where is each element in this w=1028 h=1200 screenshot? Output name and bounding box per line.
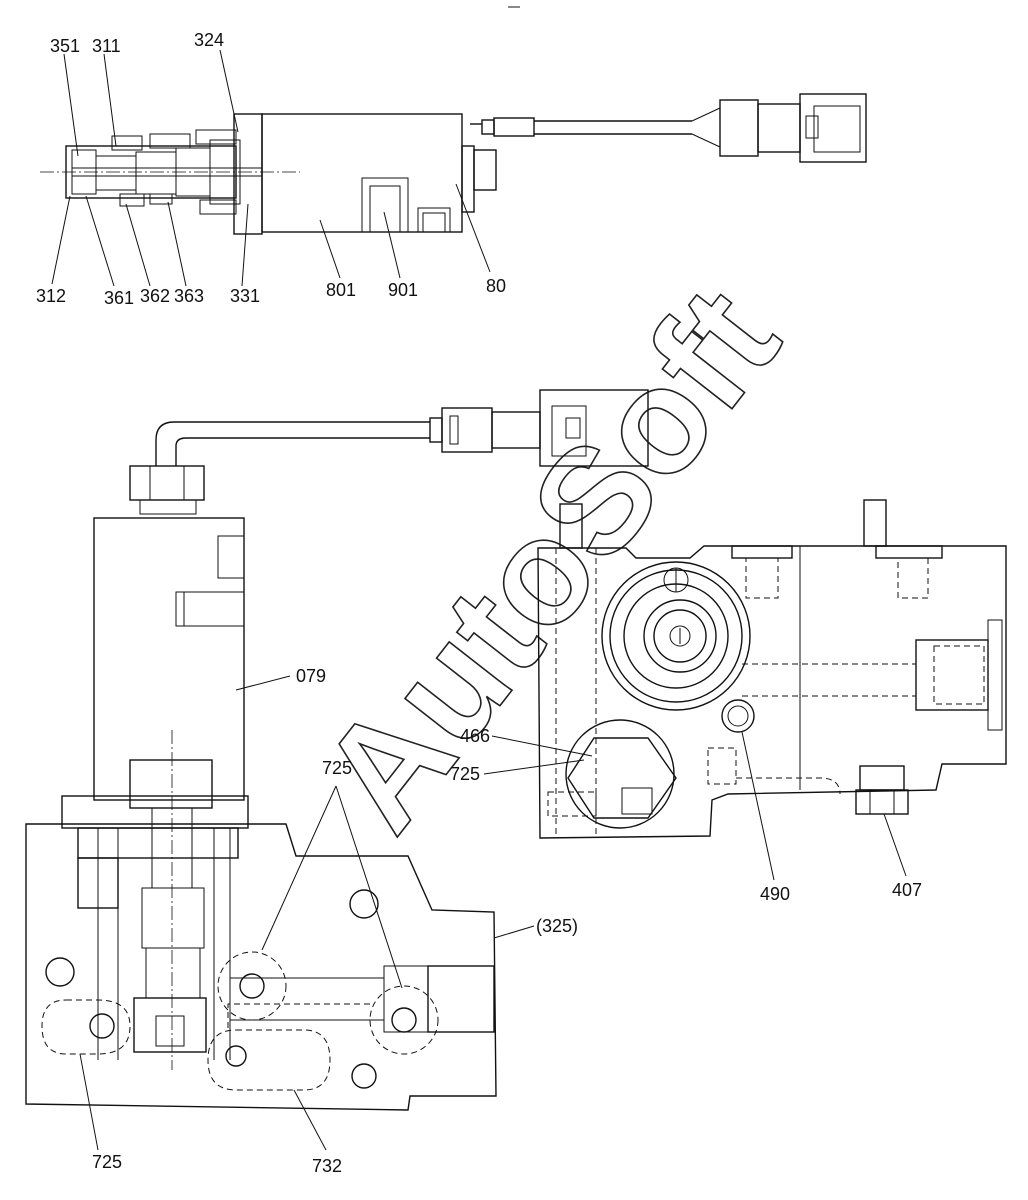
callout-407: 407 — [892, 880, 922, 900]
callout-079: 079 — [296, 666, 326, 686]
callout-363: 363 — [174, 286, 204, 306]
callout-490: 490 — [760, 884, 790, 904]
callout-361: 361 — [104, 288, 134, 308]
valve-block-front-view — [25, 389, 649, 1111]
callout-80: 80 — [486, 276, 506, 296]
valve-body-side-view — [537, 499, 1007, 839]
callout-311: 311 — [92, 36, 121, 56]
top-view-callouts: 351 311 324 312 361 362 363 331 801 901 … — [36, 30, 506, 308]
callout-325: (325) — [536, 916, 578, 936]
callout-466: 466 — [460, 726, 490, 746]
callout-801: 801 — [326, 280, 356, 300]
callout-312: 312 — [36, 286, 66, 306]
solenoid-assembly-top-view — [40, 6, 867, 235]
front-view-callouts: 079 725 725 732 — [79, 666, 403, 1176]
callout-725-side: 725 — [450, 764, 480, 784]
callout-725-upper: 725 — [322, 758, 352, 778]
callout-732: 732 — [312, 1156, 342, 1176]
callout-362: 362 — [140, 286, 170, 306]
callout-331: 331 — [230, 286, 260, 306]
side-view-callouts: 466 725 490 407 (325) — [450, 726, 922, 939]
callout-324: 324 — [194, 30, 224, 50]
callout-901: 901 — [388, 280, 418, 300]
callout-725-lower: 725 — [92, 1152, 122, 1172]
callout-351: 351 — [50, 36, 80, 56]
